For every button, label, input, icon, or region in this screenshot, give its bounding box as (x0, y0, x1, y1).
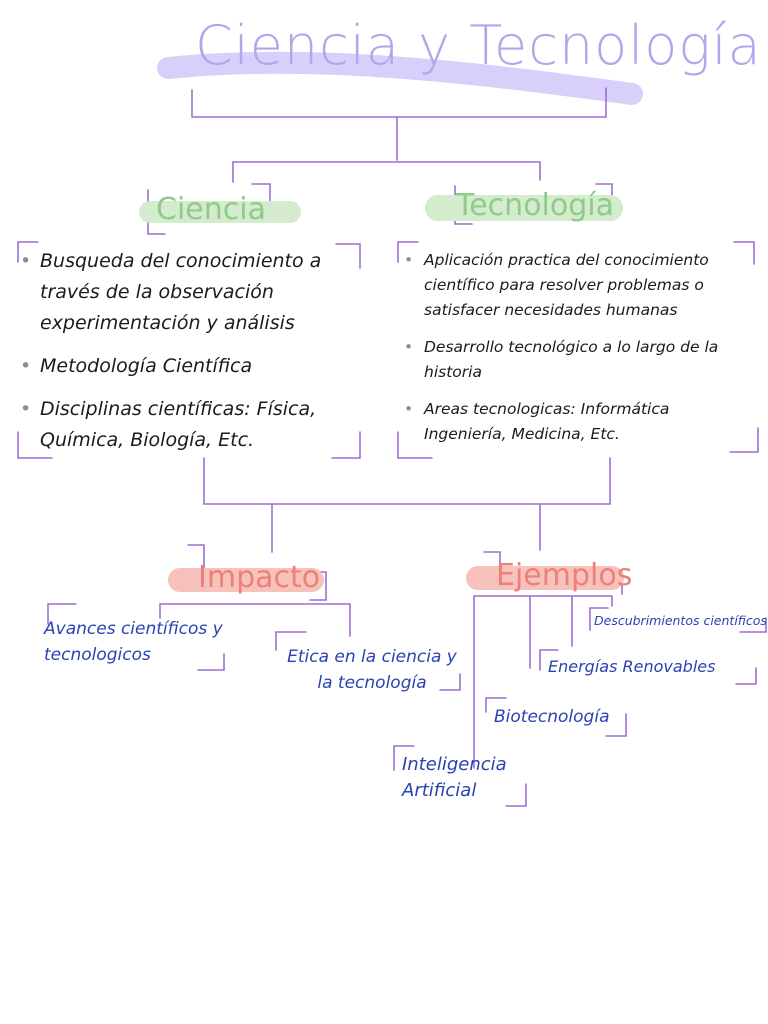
etica-bracket-tl (275, 631, 307, 651)
ciencia-box-corner-tl (17, 241, 39, 263)
avances-bracket-tl (47, 603, 77, 625)
energias-bracket-br (735, 667, 757, 685)
ejemplos-child-biotecnologia: Biotecnología (494, 707, 610, 727)
title-highlight (157, 51, 643, 105)
ejemplos-child-descubrimientos: Descubrimientos científicos (594, 613, 767, 628)
energias-bracket-tl (539, 649, 559, 671)
biotecnologia-bracket-br (605, 713, 627, 737)
tecnologia-item: •Areas tecnologicas: Informática Ingenie… (402, 397, 756, 447)
impacto-label-bracket-left (187, 544, 205, 569)
etica-bracket-br (439, 673, 461, 691)
ciencia-box-corner-bl (17, 431, 53, 459)
ejemplos-label: Ejemplos (496, 558, 633, 593)
tecnologia-box-corner-br (729, 427, 759, 453)
biotecnologia-bracket-tl (485, 697, 507, 713)
tecnologia-list: •Aplicación practica del conocimiento ci… (402, 248, 756, 459)
title-bracket (191, 87, 607, 118)
tecnologia-box-corner-tl (397, 241, 419, 263)
ciencia-box-corner-br (331, 431, 361, 459)
diagram-title: Ciencia y Tecnología (195, 14, 762, 77)
connector-lines (17, 87, 767, 807)
bullet-icon: • (20, 355, 32, 377)
impacto-child-avances: Avances científicos y tecnologicos (44, 619, 223, 665)
bullet-icon: • (20, 398, 32, 420)
ciencia-box-corner-tr (335, 243, 361, 269)
bullet-icon: • (20, 250, 32, 272)
bullet-icon: • (404, 251, 414, 269)
tecnologia-item: •Aplicación practica del conocimiento ci… (402, 248, 756, 323)
avances-bracket-br (197, 653, 225, 671)
inteligencia-bracket-br (505, 783, 527, 807)
bullet-icon: • (404, 338, 414, 356)
bullet-icon: • (404, 400, 414, 418)
impacto-label: Impacto (198, 560, 321, 595)
tecnologia-item: •Desarrollo tecnológico a lo largo de la… (402, 335, 756, 385)
tecnologia-label: Tecnología (456, 188, 614, 223)
descubrimientos-bracket-tl (589, 607, 609, 631)
descubrimientos-bracket-br (739, 617, 767, 633)
ciencia-item: •Metodología Científica (18, 351, 354, 382)
ciencia-list: •Busqueda del conocimiento a través de l… (18, 246, 354, 468)
tecnologia-box-corner-bl (397, 431, 433, 459)
inteligencia-bracket-tl (393, 745, 415, 771)
lower-bar (203, 457, 611, 505)
impacto-child-etica: Etica en la ciencia y la tecnología (287, 647, 457, 693)
ejemplos-label-bracket-left (483, 551, 501, 567)
tecnologia-box-corner-tr (733, 241, 755, 265)
ejemplos-child-inteligencia: Inteligencia Artificial (402, 754, 507, 801)
ciencia-item: •Busqueda del conocimiento a través de l… (18, 246, 354, 339)
ciencia-item: •Disciplinas científicas: Física, Químic… (18, 394, 354, 456)
ciencia-label: Ciencia (156, 192, 266, 227)
ejemplos-child-energias: Energías Renovables (548, 657, 716, 676)
